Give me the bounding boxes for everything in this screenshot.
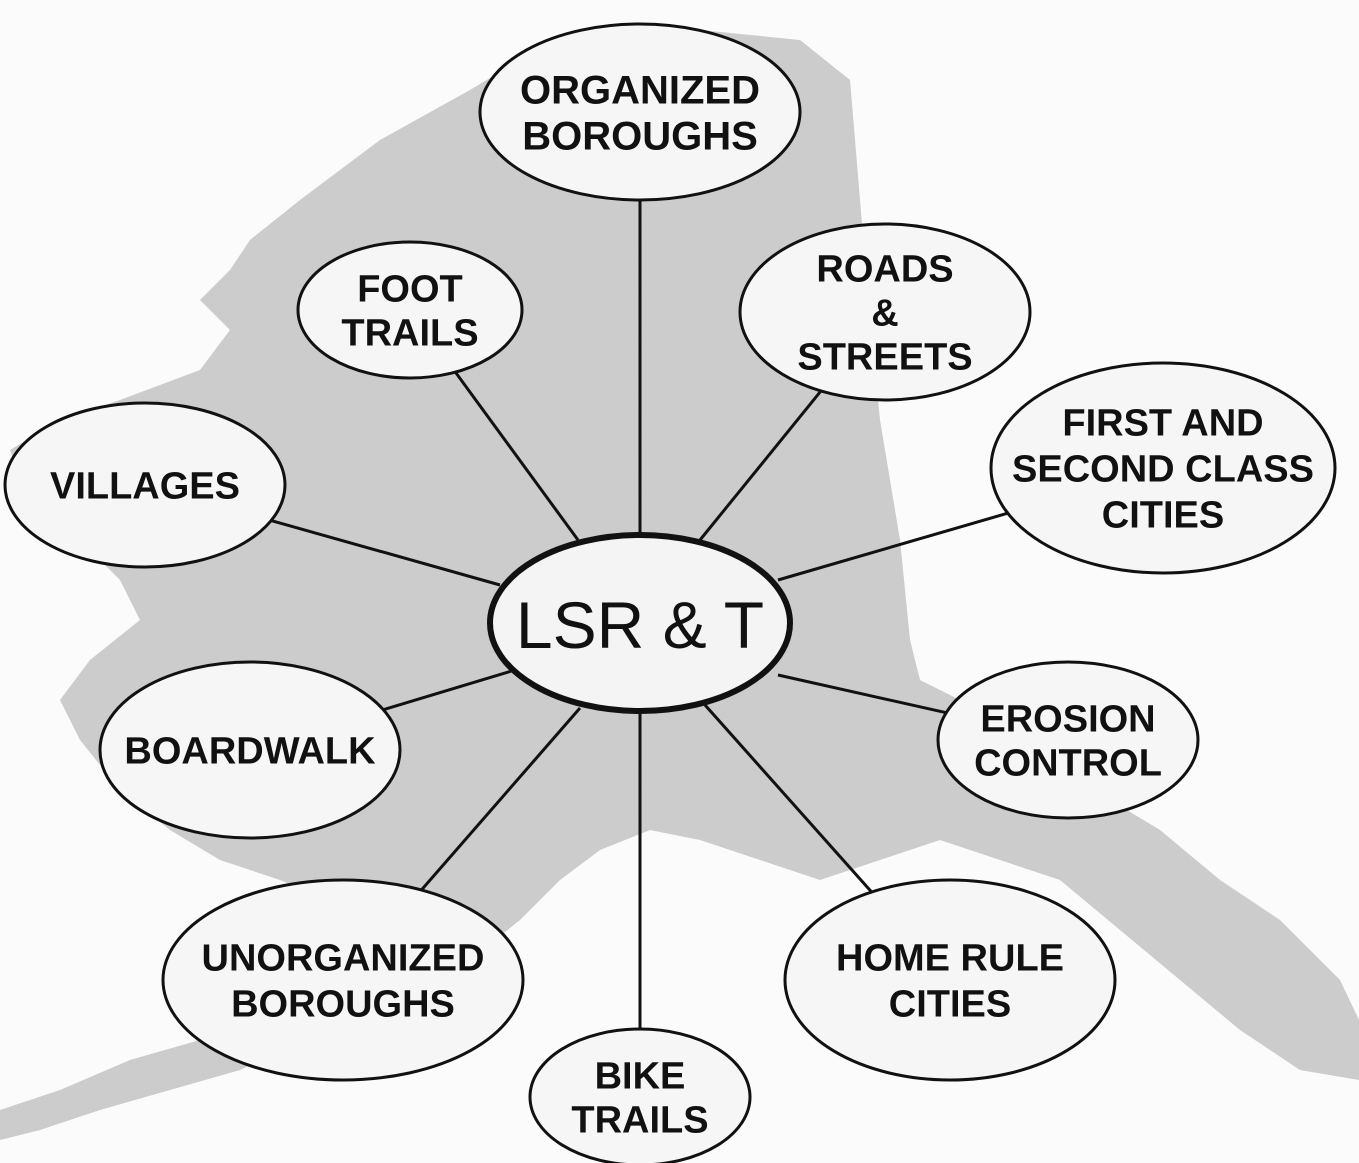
center-node: LSR & T <box>487 532 793 714</box>
node-label-organized-boroughs-line-1: BOROUGHS <box>522 114 758 158</box>
node-label-home-rule-cities-line-0: HOME RULE <box>836 938 1064 980</box>
connector-erosion-control <box>777 673 947 715</box>
node-label-first-second-class-cities-line-0: FIRST AND <box>1062 403 1263 445</box>
node-label-bike-trails-line-1: TRAILS <box>571 1100 708 1142</box>
node-label-foot-trails-line-0: FOOT <box>357 269 463 311</box>
node-label-boardwalk-line-0: BOARDWALK <box>124 731 376 773</box>
center-node-outline <box>487 532 793 714</box>
node-villages: VILLAGES <box>3 401 287 569</box>
node-outline-home-rule-cities <box>783 878 1117 1082</box>
connector-unorganized-boroughs <box>420 707 582 891</box>
connector-foot-trails <box>454 371 580 541</box>
connector-villages <box>270 519 501 587</box>
node-label-roads-streets-line-0: ROADS <box>816 249 953 291</box>
node-label-erosion-control-line-1: CONTROL <box>974 743 1162 785</box>
connector-lines <box>270 200 1009 1029</box>
connector-first-second-class-cities <box>777 511 1009 582</box>
node-outline-erosion-control <box>936 660 1200 820</box>
node-boardwalk: BOARDWALK <box>98 660 402 840</box>
node-outline-roads-streets <box>738 222 1032 402</box>
node-label-first-second-class-cities-line-2: CITIES <box>1102 495 1224 537</box>
node-label-bike-trails-line-0: BIKE <box>595 1056 686 1098</box>
node-label-unorganized-boroughs-line-1: BOROUGHS <box>231 984 455 1026</box>
node-label-roads-streets-line-1: & <box>871 293 898 335</box>
center-node-label: LSR & T <box>516 588 764 662</box>
node-outline-boardwalk <box>98 660 402 840</box>
node-label-home-rule-cities-line-1: CITIES <box>889 984 1011 1026</box>
node-outline-bike-trails <box>528 1027 752 1163</box>
node-outline-villages <box>3 401 287 569</box>
node-label-unorganized-boroughs-line-0: UNORGANIZED <box>202 938 485 980</box>
node-label-villages-line-0: VILLAGES <box>50 466 240 508</box>
node-outline-foot-trails <box>296 240 524 380</box>
node-outline-first-second-class-cities <box>989 361 1337 575</box>
node-label-first-second-class-cities-line-1: SECOND CLASS <box>1012 449 1314 491</box>
connector-home-rule-cities <box>703 704 873 894</box>
node-roads-streets: ROADS&STREETS <box>738 222 1032 402</box>
node-outline-unorganized-boroughs <box>161 878 525 1082</box>
node-label-erosion-control-line-0: EROSION <box>980 699 1155 741</box>
connector-boardwalk <box>382 668 516 712</box>
connector-roads-streets <box>698 390 823 541</box>
node-outline-organized-boroughs <box>478 22 802 202</box>
node-label-roads-streets-line-2: STREETS <box>797 337 972 379</box>
node-label-foot-trails-line-1: TRAILS <box>341 313 478 355</box>
node-label-organized-boroughs-line-0: ORGANIZED <box>520 68 760 112</box>
